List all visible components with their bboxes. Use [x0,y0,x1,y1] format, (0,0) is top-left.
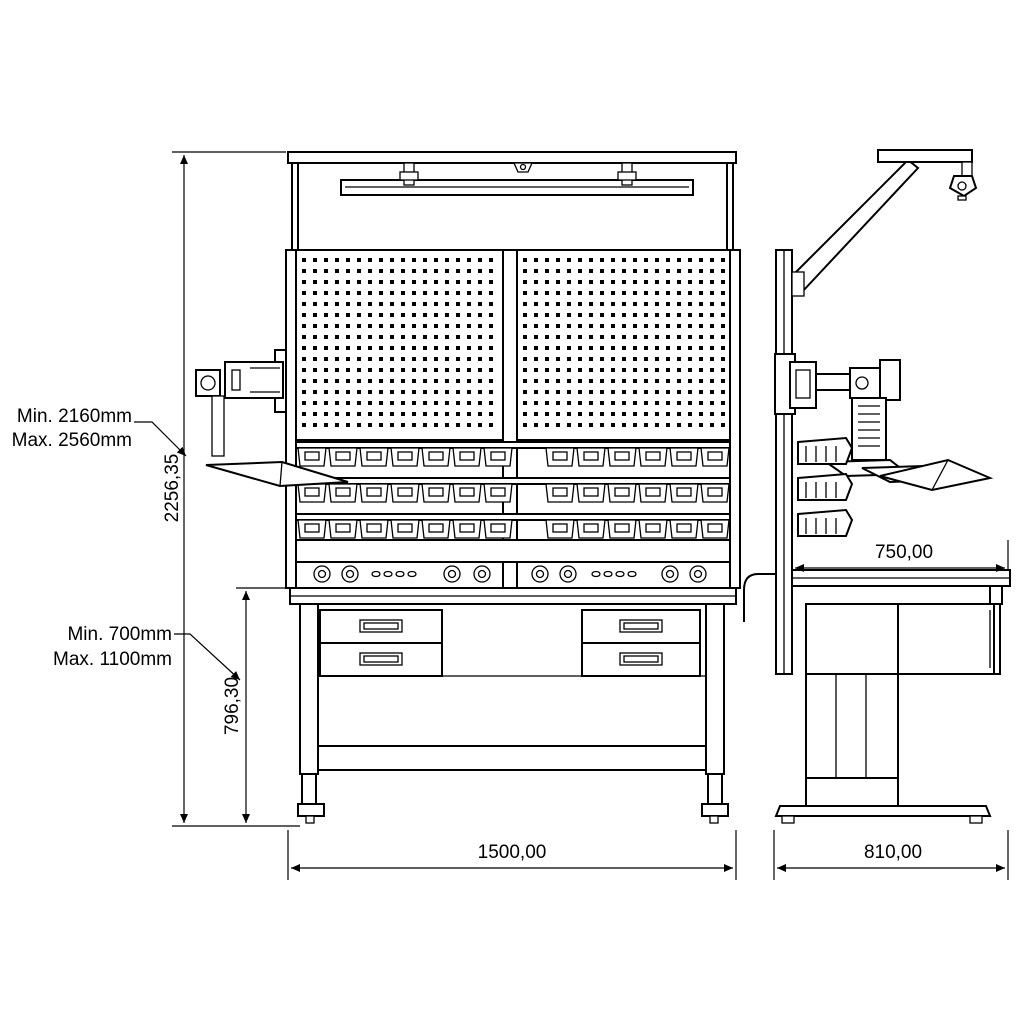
dim-total-height: 2256,35 [162,454,183,523]
panel-holes-right [523,258,725,427]
note-total-min: Min. 2160mm [17,406,132,427]
dim-top-depth: 750,00 [875,542,933,563]
dim-front-width: 1500,00 [478,842,547,863]
side-frame [774,603,1001,824]
front-view [195,151,741,824]
note-table-min: Min. 700mm [67,624,172,645]
dim-table-height: 796,30 [222,677,243,735]
note-total-max: Max. 2560mm [12,430,132,451]
right-upright [729,249,741,589]
monitor-arm-front [195,349,349,488]
dimension-labels: 1500,00 810,00 750,00 2256,35 796,30 Min… [12,406,933,863]
drawer-units [319,609,701,677]
cable-hook [743,573,776,622]
side-bins [797,436,854,537]
front-legs [297,603,729,824]
overhead-light-arm [790,149,978,297]
left-upright [285,249,297,589]
side-view [743,149,1011,824]
panel-holes-left [302,258,493,427]
note-table-max: Max. 1100mm [53,649,172,670]
perforated-panel-right [516,249,731,441]
dimension-lines [134,151,1009,880]
perforated-panel-left [295,249,504,441]
socket-panel [295,539,731,589]
bin-rows [295,441,731,539]
dim-side-depth: 810,00 [864,842,922,863]
monitor-arm-side [774,353,994,492]
